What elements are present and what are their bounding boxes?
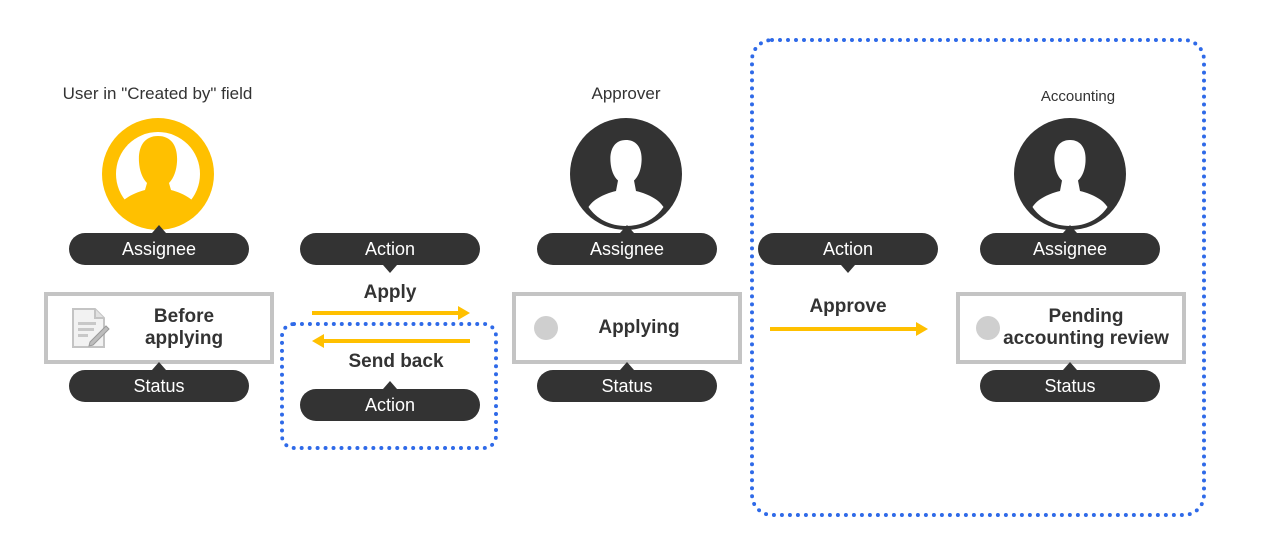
approver-role-label: Approver xyxy=(591,84,661,103)
status-indicator-circle-icon xyxy=(976,316,1000,340)
approver-avatar-person-icon xyxy=(570,118,682,230)
apply-action-pill: Action xyxy=(300,233,480,273)
apply-arrow-right-icon xyxy=(312,306,470,320)
status-box-before-applying: Before applying xyxy=(44,292,274,364)
accounting-assignee-pill: Assignee xyxy=(980,225,1160,265)
approver-status-pill: Status xyxy=(537,362,717,402)
send-back-arrow-left-icon xyxy=(312,334,470,348)
approve-action-pill: Action xyxy=(758,233,938,273)
approve-arrow-right-icon xyxy=(770,322,928,336)
document-edit-icon xyxy=(72,308,110,348)
apply-action-label: Apply xyxy=(363,282,417,303)
accounting-status-pill: Status xyxy=(980,362,1160,402)
creator-assignee-pill: Assignee xyxy=(69,225,249,265)
accounting-role-label: Accounting xyxy=(1040,88,1116,105)
send-back-action-pill: Action xyxy=(300,381,480,421)
status-text-pending-accounting-review: Pending accounting review xyxy=(1003,306,1169,349)
creator-avatar-person-icon xyxy=(102,118,214,230)
status-box-applying: Applying xyxy=(512,292,742,364)
status-indicator-circle-icon xyxy=(534,316,558,340)
status-text-applying: Applying xyxy=(598,317,680,338)
send-back-action-label: Send back xyxy=(348,351,444,372)
approve-action-label: Approve xyxy=(809,296,887,317)
status-box-pending-accounting-review: Pending accounting review xyxy=(956,292,1186,364)
approval-dashed-group xyxy=(750,38,1206,517)
send-back-dashed-group xyxy=(280,322,498,450)
status-text-before-applying: Before applying xyxy=(144,306,224,349)
accounting-avatar-person-icon xyxy=(1014,118,1126,230)
creator-status-pill: Status xyxy=(69,362,249,402)
approver-assignee-pill: Assignee xyxy=(537,225,717,265)
creator-role-label: User in "Created by" field xyxy=(62,84,253,103)
